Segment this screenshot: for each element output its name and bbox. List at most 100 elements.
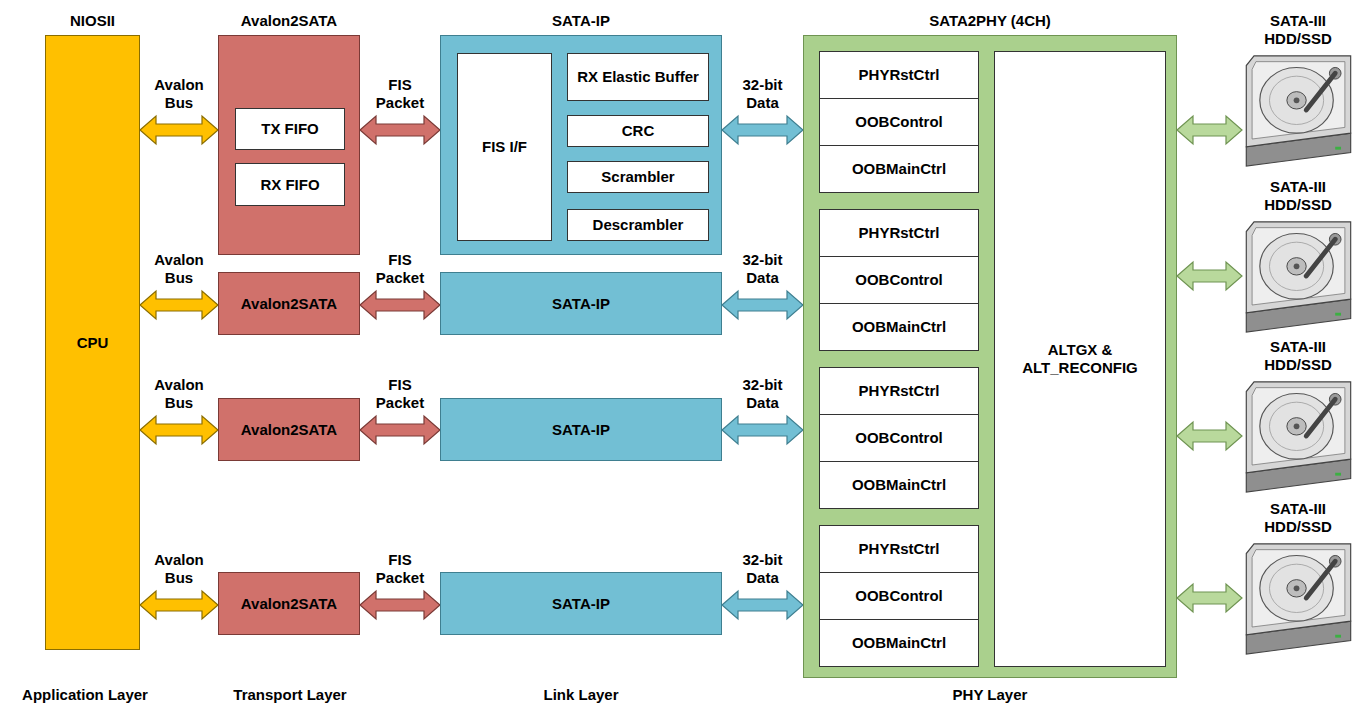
edge-label: 32-bit Data — [727, 76, 799, 112]
edge-label: FIS Packet — [364, 551, 436, 587]
disk-drive: SATA-III HDD/SSD — [1242, 378, 1354, 494]
edge-label: FIS Packet — [364, 251, 436, 287]
block-heading: SATA-III HDD/SSD — [1248, 500, 1348, 536]
bus-arrow — [360, 291, 440, 319]
function-box: OOBControl — [819, 572, 979, 620]
layer-label: PHY Layer — [953, 686, 1028, 704]
box-label: FIS I/F — [478, 138, 531, 156]
box-label: PHYRstCtrl — [855, 224, 944, 242]
link-block: SATA-IP — [440, 272, 722, 335]
box-label: Avalon2SATA — [237, 421, 341, 439]
box-label: OOBControl — [851, 113, 947, 131]
phy-block: SATA2PHY (4CH)PHYRstCtrlOOBControlOOBMai… — [803, 35, 1177, 678]
function-box: OOBMainCtrl — [819, 303, 979, 351]
edge-label: Avalon Bus — [143, 551, 215, 587]
bus-arrow — [1177, 262, 1242, 290]
edge-label: 32-bit Data — [727, 251, 799, 287]
box-label: RX Elastic Buffer — [573, 68, 703, 86]
function-box: PHYRstCtrl — [819, 51, 979, 99]
function-box: PHYRstCtrl — [819, 209, 979, 257]
box-label: OOBControl — [851, 587, 947, 605]
box-label: Avalon2SATA — [237, 295, 341, 313]
bus-arrow — [1177, 116, 1242, 144]
box-label: OOBMainCtrl — [848, 476, 950, 494]
box-label: CPU — [73, 334, 113, 352]
function-box: RX FIFO — [235, 163, 345, 206]
bus-arrow — [360, 416, 440, 444]
edge-label: Avalon Bus — [143, 76, 215, 112]
transport-block: Avalon2SATATX FIFORX FIFO — [218, 35, 360, 255]
layer-label: Application Layer — [22, 686, 148, 704]
function-box: OOBMainCtrl — [819, 619, 979, 667]
block-heading: SATA-III HDD/SSD — [1248, 178, 1348, 214]
function-box: OOBMainCtrl — [819, 145, 979, 193]
link-block: SATA-IPFIS I/FRX Elastic BufferCRCScramb… — [440, 35, 722, 255]
edge-label: Avalon Bus — [143, 251, 215, 287]
bus-arrow — [722, 291, 803, 319]
box-label: OOBMainCtrl — [848, 160, 950, 178]
function-box: PHYRstCtrl — [819, 525, 979, 573]
box-label: SATA-IP — [548, 595, 614, 613]
layer-label: Link Layer — [543, 686, 618, 704]
disk-drive: SATA-III HDD/SSD — [1242, 52, 1354, 168]
edge-label: 32-bit Data — [727, 376, 799, 412]
box-label: CRC — [618, 122, 659, 140]
function-box: Scrambler — [567, 161, 709, 193]
function-box: FIS I/F — [457, 53, 552, 241]
edge-label: 32-bit Data — [727, 551, 799, 587]
transport-block: Avalon2SATA — [218, 272, 360, 335]
bus-arrow — [140, 116, 218, 144]
box-label: PHYRstCtrl — [855, 540, 944, 558]
box-label: Descrambler — [589, 216, 688, 234]
box-label: SATA-IP — [548, 295, 614, 313]
hdd-icon — [1246, 56, 1350, 166]
block-heading: SATA2PHY (4CH) — [929, 12, 1051, 30]
function-box: Descrambler — [567, 209, 709, 241]
hdd-icon — [1246, 222, 1350, 332]
edge-label: FIS Packet — [364, 376, 436, 412]
function-box: OOBMainCtrl — [819, 461, 979, 509]
box-label: PHYRstCtrl — [855, 382, 944, 400]
bus-arrow — [140, 416, 218, 444]
disk-drive: SATA-III HDD/SSD — [1242, 540, 1354, 656]
cpu-block: NIOSIICPU — [45, 35, 140, 650]
bus-arrow — [1177, 584, 1242, 612]
transport-block: Avalon2SATA — [218, 398, 360, 461]
box-label: SATA-IP — [548, 421, 614, 439]
bus-arrow — [140, 291, 218, 319]
disk-drive: SATA-III HDD/SSD — [1242, 218, 1354, 334]
function-box: OOBControl — [819, 414, 979, 462]
block-heading: NIOSII — [70, 12, 115, 30]
function-box: PHYRstCtrl — [819, 367, 979, 415]
hdd-icon — [1246, 382, 1350, 492]
bus-arrow — [1177, 422, 1242, 450]
box-label: OOBMainCtrl — [848, 318, 950, 336]
link-block: SATA-IP — [440, 398, 722, 461]
edge-label: FIS Packet — [364, 76, 436, 112]
bus-arrow — [722, 416, 803, 444]
box-label: Avalon2SATA — [237, 595, 341, 613]
layer-label: Transport Layer — [233, 686, 346, 704]
bus-arrow — [722, 591, 803, 619]
box-label: RX FIFO — [256, 176, 323, 194]
transport-block: Avalon2SATA — [218, 572, 360, 635]
box-label: OOBMainCtrl — [848, 634, 950, 652]
block-heading: SATA-IP — [552, 12, 610, 30]
box-label: OOBControl — [851, 271, 947, 289]
function-box: ALTGX & ALT_RECONFIG — [994, 51, 1166, 667]
box-label: TX FIFO — [257, 120, 323, 138]
hdd-icon — [1246, 544, 1350, 654]
box-label: OOBControl — [851, 429, 947, 447]
block-heading: SATA-III HDD/SSD — [1248, 12, 1348, 48]
bus-arrow — [360, 591, 440, 619]
function-box: OOBControl — [819, 256, 979, 304]
bus-arrow — [140, 591, 218, 619]
function-box: OOBControl — [819, 98, 979, 146]
function-box: RX Elastic Buffer — [567, 53, 709, 101]
block-heading: SATA-III HDD/SSD — [1248, 338, 1348, 374]
bus-arrow — [360, 116, 440, 144]
bus-arrow — [722, 116, 803, 144]
block-heading: Avalon2SATA — [241, 12, 337, 30]
link-block: SATA-IP — [440, 572, 722, 635]
